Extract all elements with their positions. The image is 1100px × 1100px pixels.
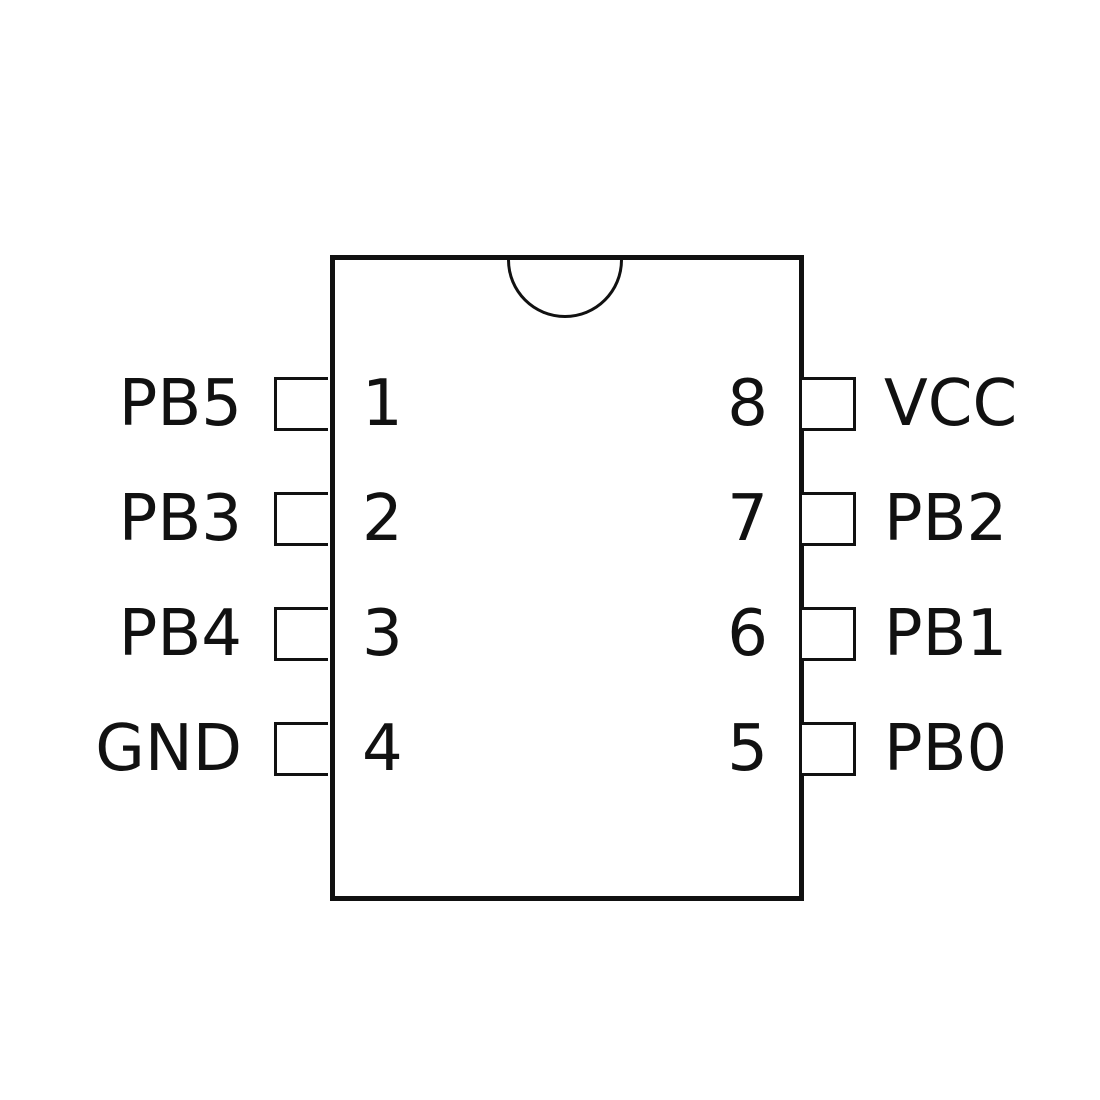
pin-number-5: 5 [727,712,768,786]
pin-number-2: 2 [362,482,403,556]
pin-pad-5 [802,722,856,776]
pin-pad-1 [274,377,328,431]
pin-number-1: 1 [362,367,403,441]
pin-pad-4 [274,722,328,776]
pin-name-8: VCC [884,367,1018,441]
pin-pad-3 [274,607,328,661]
pin-number-3: 3 [362,597,403,671]
pin-name-7: PB2 [884,482,1008,556]
pin-name-4: GND [95,712,242,786]
pin-name-2: PB3 [118,482,242,556]
pin-number-6: 6 [727,597,768,671]
pin-name-3: PB4 [118,597,242,671]
pin-pad-8 [802,377,856,431]
pin-pad-6 [802,607,856,661]
pin-number-4: 4 [362,712,403,786]
pin-pad-2 [274,492,328,546]
pin-name-6: PB1 [884,597,1008,671]
pin-name-5: PB0 [884,712,1008,786]
pin-number-7: 7 [727,482,768,556]
pin-number-8: 8 [727,367,768,441]
chip-body [330,255,804,901]
pin-pad-7 [802,492,856,546]
pin-name-1: PB5 [118,367,242,441]
